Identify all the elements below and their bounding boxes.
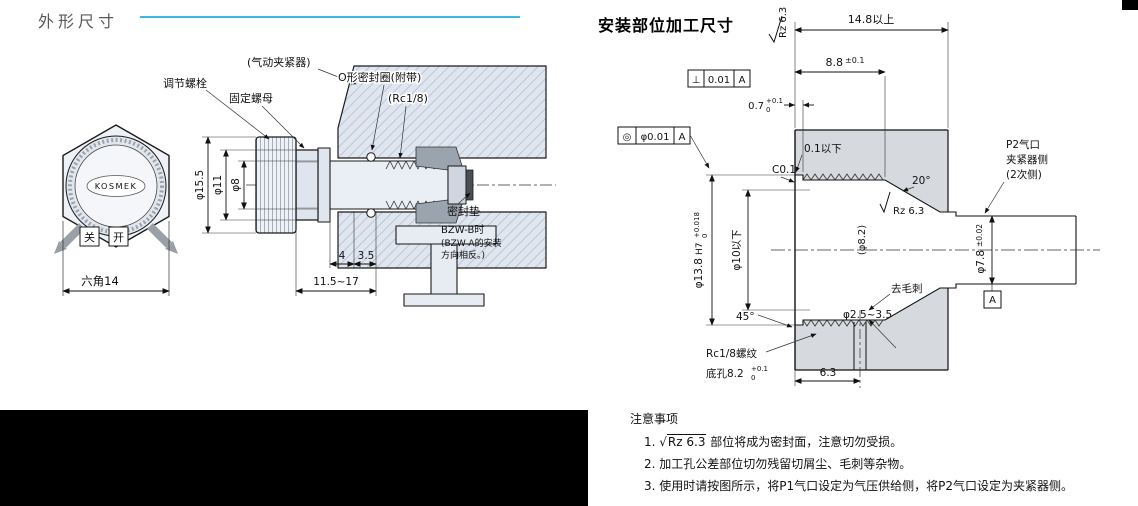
dim-88: 8.8: [826, 56, 844, 69]
machining-drawing: Rz 6.3 14.8以上 8.8 ±0.1 0.7 +0.1 0 ⊥ 0.01…: [617, 7, 1100, 388]
dim-07-sup: +0.1: [766, 97, 783, 105]
dim-4: 4: [339, 250, 346, 262]
o-ring-bottom: [366, 208, 376, 218]
deburr-label: 去毛刺: [891, 283, 923, 295]
dim-88-tol: ±0.1: [845, 56, 864, 65]
front-view: KOSMEK 关 开 六角14: [54, 124, 178, 296]
pilot-sub: 0: [751, 374, 755, 382]
angle-20-label: 20°: [912, 175, 931, 187]
dim-63: 6.3: [820, 367, 837, 379]
piston-base: [403, 293, 485, 307]
machining-dims: Rz 6.3 14.8以上 8.8 ±0.1 0.7 +0.1 0 ⊥ 0.01…: [617, 7, 1048, 384]
dim-07-sub: 0: [766, 106, 770, 114]
dim-10max: φ10以下: [731, 229, 743, 270]
step-max-label: 0.1以下: [804, 143, 842, 155]
rz-top-label: Rz 6.3: [778, 7, 789, 38]
bzw-note-line1: BZW-B时: [441, 224, 484, 236]
page-corner-notch: [1122, 0, 1138, 10]
note-item-2: 2. 加工孔公差部位切勿残留切屑尘、毛刺等杂物。: [644, 457, 912, 471]
note-item-1: 1. √Rz 6.3 部位将成为密封面，注意切勿受损。: [644, 434, 903, 449]
roughness-icon: [768, 15, 783, 44]
dim-138-sub: 0: [701, 234, 709, 238]
lock-nut-part: [295, 149, 319, 221]
dim-78: φ7.8: [975, 250, 987, 274]
brand-label: KOSMEK: [95, 181, 138, 191]
p2-port-line3: (2次侧): [1006, 168, 1042, 181]
adjust-bolt-label: 调节螺栓: [163, 76, 207, 90]
rz-mid-label: Rz 6.3: [893, 206, 924, 217]
rc18-label: (Rc1/8): [388, 92, 428, 105]
conc-symbol: ◎: [623, 132, 632, 143]
machining-panel: 安装部位加工尺寸: [588, 0, 1138, 506]
perp-symbol: ⊥: [692, 75, 701, 86]
open-box: [108, 226, 129, 247]
cross-hole-label: φ2.5~3.5: [843, 309, 892, 321]
dim-78-tol: ±0.02: [975, 224, 984, 247]
lock-nut-label: 固定螺母: [229, 91, 273, 105]
dim-138-fit: H7: [695, 243, 705, 256]
p2-port-line1: P2气口: [1006, 138, 1040, 151]
adjust-knob: [255, 136, 297, 234]
piston-stem: [430, 243, 458, 295]
dim-07: 0.7: [748, 101, 764, 112]
perp-value: 0.01: [708, 75, 730, 86]
pneumatic-clamp-label: (气动夹紧器): [247, 55, 311, 69]
dim-138: φ13.8: [693, 258, 705, 288]
dim-phi8: φ8: [230, 178, 242, 192]
rotate-right-arrow: [147, 223, 178, 254]
clamp-body-upper: [337, 65, 547, 159]
extension-lines: [706, 22, 949, 386]
section-dims: φ15.5 φ11 φ8 4 3.5 11.5~17: [194, 136, 377, 296]
datum-a-box: [983, 290, 1002, 309]
notes-title: 注意事项: [630, 412, 679, 426]
note-item-3: 3. 使用时请按图所示，将P1气口设定为气压供给侧，将P2气口设定为夹紧器侧。: [644, 479, 1074, 493]
dim-138-sup: +0.018: [693, 212, 701, 238]
pilot-hole-label: 底孔8.2: [706, 367, 744, 380]
left-panel-title: 外形尺寸: [38, 12, 119, 31]
bzw-note-line2: (BZW-A的安装: [441, 237, 502, 249]
rotate-left-arrow: [54, 223, 85, 254]
external-dimensions-panel: 外形尺寸 KOSMEK: [0, 0, 588, 410]
flange: [317, 147, 331, 223]
roughness-icon-note: √: [659, 435, 667, 449]
section-labels: 调节螺栓 固定螺母 (气动夹紧器) O形密封圈(附带) (Rc1/8) 密封垫 …: [163, 55, 502, 261]
external-view-drawing: KOSMEK 关 开 六角14: [54, 55, 556, 307]
accent-line: [140, 16, 520, 18]
dim-35: 3.5: [358, 250, 375, 262]
notes-section: 注意事项 1. √Rz 6.3 部位将成为密封面，注意切勿受损。 2. 加工孔公…: [630, 410, 1130, 497]
perpendicularity-frame: ⊥ 0.01 A: [687, 69, 751, 88]
dim-phi155: φ15.5: [194, 170, 206, 200]
pilot-sup: +0.1: [751, 365, 768, 373]
dim-148: 14.8以上: [848, 13, 895, 26]
hex-dim-label: 六角14: [81, 274, 119, 288]
thread-top: [802, 173, 884, 181]
conc-datum: A: [679, 132, 686, 143]
close-label: 关: [84, 230, 95, 244]
screw-shaft: [317, 160, 449, 210]
o-ring-top: [366, 152, 376, 162]
roughness-icon-mid: [879, 191, 891, 214]
material-section: [771, 129, 1100, 388]
brand-oval: [86, 175, 146, 197]
concentricity-frame: ◎ φ0.01 A: [617, 126, 710, 169]
close-box: [79, 226, 100, 247]
open-label: 开: [113, 231, 124, 244]
datum-a-label: A: [989, 295, 996, 306]
p2-port-line2: 夹紧器侧: [1006, 153, 1048, 166]
rc18-thread-label: Rc1/8螺纹: [706, 347, 757, 360]
bzw-note-line3: 方向相反。): [441, 249, 485, 261]
seal-gasket-part: [465, 169, 474, 201]
end-cap: [447, 165, 467, 205]
right-panel-title: 安装部位加工尺寸: [598, 16, 735, 35]
o-ring-label: O形密封圈(附带): [338, 70, 421, 84]
section-view: [246, 65, 556, 307]
dim-82-ref: (φ8.2): [857, 225, 868, 255]
seal-label: 密封垫: [447, 204, 480, 218]
dim-range: 11.5~17: [313, 276, 359, 288]
angle-45-label: 45°: [736, 311, 755, 323]
conc-value: φ0.01: [641, 132, 670, 143]
dim-phi11: φ11: [212, 175, 224, 195]
perp-datum: A: [739, 75, 746, 86]
c01-label: C0.1: [772, 164, 796, 176]
